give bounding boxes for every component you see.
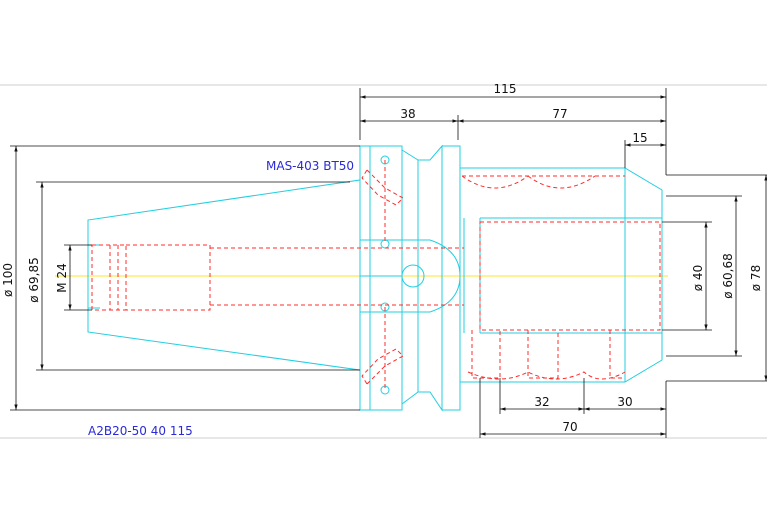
dimension-lines xyxy=(10,88,767,438)
dim-slot-spacing: 32 xyxy=(534,395,549,409)
title-code: MAS-403 BT50 xyxy=(266,159,354,173)
dim-overall-length: 115 xyxy=(494,82,517,96)
dim-dia-taper: ø 69,85 xyxy=(27,257,41,303)
dim-slot-length: 70 xyxy=(562,420,577,434)
dim-dia-body: ø 60,68 xyxy=(721,253,735,299)
dim-nose-step: 15 xyxy=(632,131,647,145)
dim-dia-bore: ø 40 xyxy=(691,265,705,291)
dim-taper-length: 38 xyxy=(400,107,415,121)
dim-dia-flange: ø 100 xyxy=(1,263,15,297)
tool-holder-outline xyxy=(87,144,663,412)
hidden-features xyxy=(91,160,661,390)
dim-body-length: 77 xyxy=(552,107,567,121)
dim-dia-nose: ø 78 xyxy=(749,265,763,291)
part-number: A2B20-50 40 115 xyxy=(88,424,193,438)
dim-thread: M 24 xyxy=(55,263,69,292)
dim-nose-to-slot: 30 xyxy=(617,395,632,409)
